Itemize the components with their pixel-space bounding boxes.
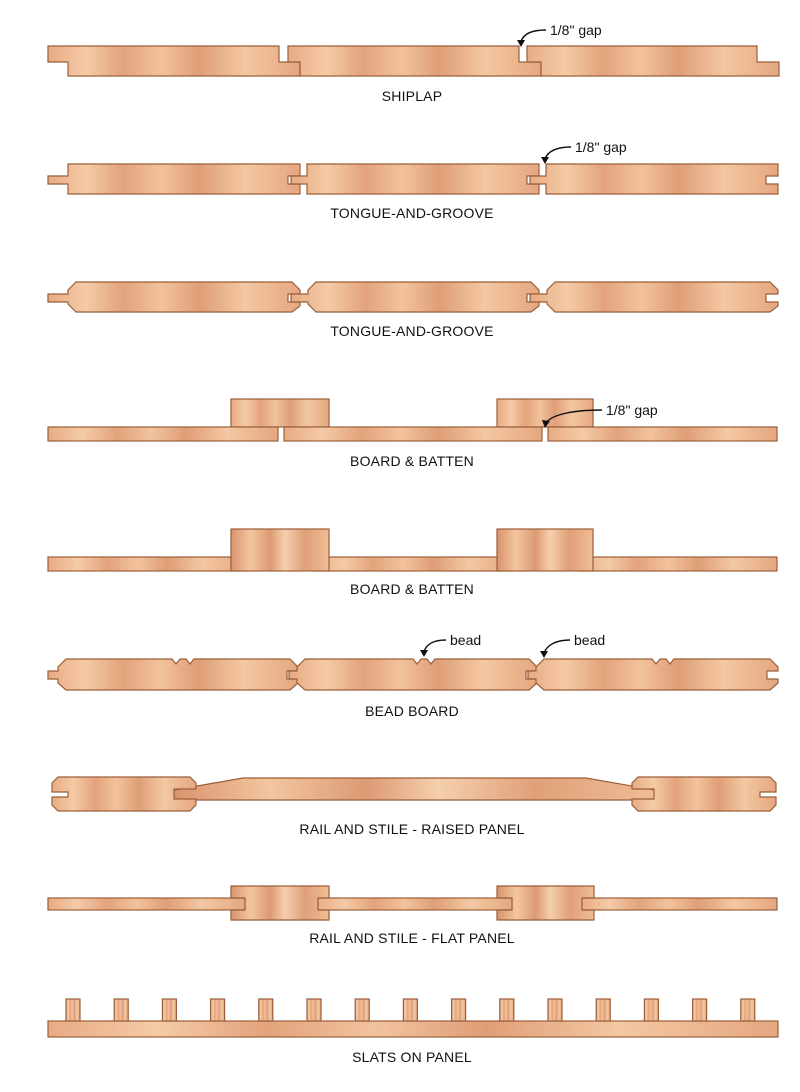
- tg-v-board-1: [47, 281, 301, 313]
- raised-center-panel: [173, 777, 656, 801]
- batten-1: [230, 398, 330, 428]
- slat: [499, 998, 515, 1022]
- slat: [113, 998, 129, 1022]
- gap-annotation: 1/8" gap: [550, 22, 602, 38]
- board-3: [578, 556, 778, 572]
- panel-label: BOARD & BATTEN: [350, 581, 474, 597]
- tg-board-1: [47, 163, 301, 195]
- board-and-batten-panel-1: 1/8" gap BOARD & BATTEN: [47, 398, 778, 469]
- flat-panel-2: [313, 897, 515, 911]
- flat-panel-assembly: RAIL AND STILE - FLAT PANEL: [47, 885, 778, 946]
- bead-board-1: [47, 658, 299, 691]
- bead-board-2: [288, 658, 538, 691]
- panel-label: BEAD BOARD: [365, 703, 459, 719]
- bead-board-panel: bead bead BEAD BOARD: [47, 632, 779, 719]
- batten-2: [496, 528, 594, 572]
- tongue-and-groove-panel-2: TONGUE-AND-GROOVE: [47, 281, 779, 339]
- panel-label: BOARD & BATTEN: [350, 453, 474, 469]
- slat: [595, 998, 611, 1022]
- shiplap-board-3: [526, 45, 780, 77]
- panel-label: TONGUE-AND-GROOVE: [330, 205, 493, 221]
- gap-annotation: 1/8" gap: [575, 139, 627, 155]
- slat: [161, 998, 177, 1022]
- slat: [547, 998, 563, 1022]
- tg-board-2: [290, 163, 540, 195]
- slat-group: [65, 998, 756, 1022]
- tg-board-3: [529, 163, 779, 195]
- tg-v-board-2: [290, 281, 540, 313]
- backer-panel: [47, 1020, 779, 1038]
- board-2: [283, 426, 543, 442]
- slat: [740, 998, 756, 1022]
- gap-annotation: 1/8" gap: [606, 402, 658, 418]
- tongue-and-groove-panel-1: 1/8" gap TONGUE-AND-GROOVE: [47, 139, 779, 221]
- bead-annotation: bead: [450, 632, 481, 648]
- stile-right: [631, 776, 777, 812]
- board-3: [547, 426, 778, 442]
- flat-panel-1: [47, 897, 246, 911]
- panel-label: SHIPLAP: [382, 88, 443, 104]
- slat: [210, 998, 226, 1022]
- shiplap-board-1: [47, 45, 301, 77]
- stile-1: [230, 885, 330, 921]
- panel-label: RAIL AND STILE - RAISED PANEL: [299, 821, 524, 837]
- slats-on-panel-assembly: SLATS ON PANEL: [47, 998, 779, 1065]
- slat: [306, 998, 322, 1022]
- panel-label: RAIL AND STILE - FLAT PANEL: [309, 930, 515, 946]
- board-and-batten-panel-2: BOARD & BATTEN: [47, 528, 778, 597]
- board-2: [312, 556, 514, 572]
- batten-1: [230, 528, 330, 572]
- slat: [258, 998, 274, 1022]
- slat: [691, 998, 708, 1022]
- stile-left: [51, 776, 197, 812]
- slat: [65, 998, 81, 1022]
- stile-2: [496, 885, 595, 921]
- panel-label: TONGUE-AND-GROOVE: [330, 323, 493, 339]
- slat: [643, 998, 660, 1022]
- raised-panel-assembly: RAIL AND STILE - RAISED PANEL: [51, 776, 777, 837]
- board-1: [47, 556, 248, 572]
- shiplap-board-2: [287, 45, 542, 77]
- slat: [451, 998, 467, 1022]
- gap-arrow: [544, 146, 572, 160]
- bead-board-3: [527, 658, 779, 691]
- tg-v-board-3: [529, 281, 779, 313]
- bead-annotation: bead: [574, 632, 605, 648]
- board-1: [47, 426, 279, 442]
- panel-label: SLATS ON PANEL: [352, 1049, 472, 1065]
- shiplap-panel: 1/8" gap SHIPLAP: [47, 22, 780, 104]
- slat: [402, 998, 418, 1022]
- slat: [354, 998, 370, 1022]
- flat-panel-3: [579, 897, 778, 911]
